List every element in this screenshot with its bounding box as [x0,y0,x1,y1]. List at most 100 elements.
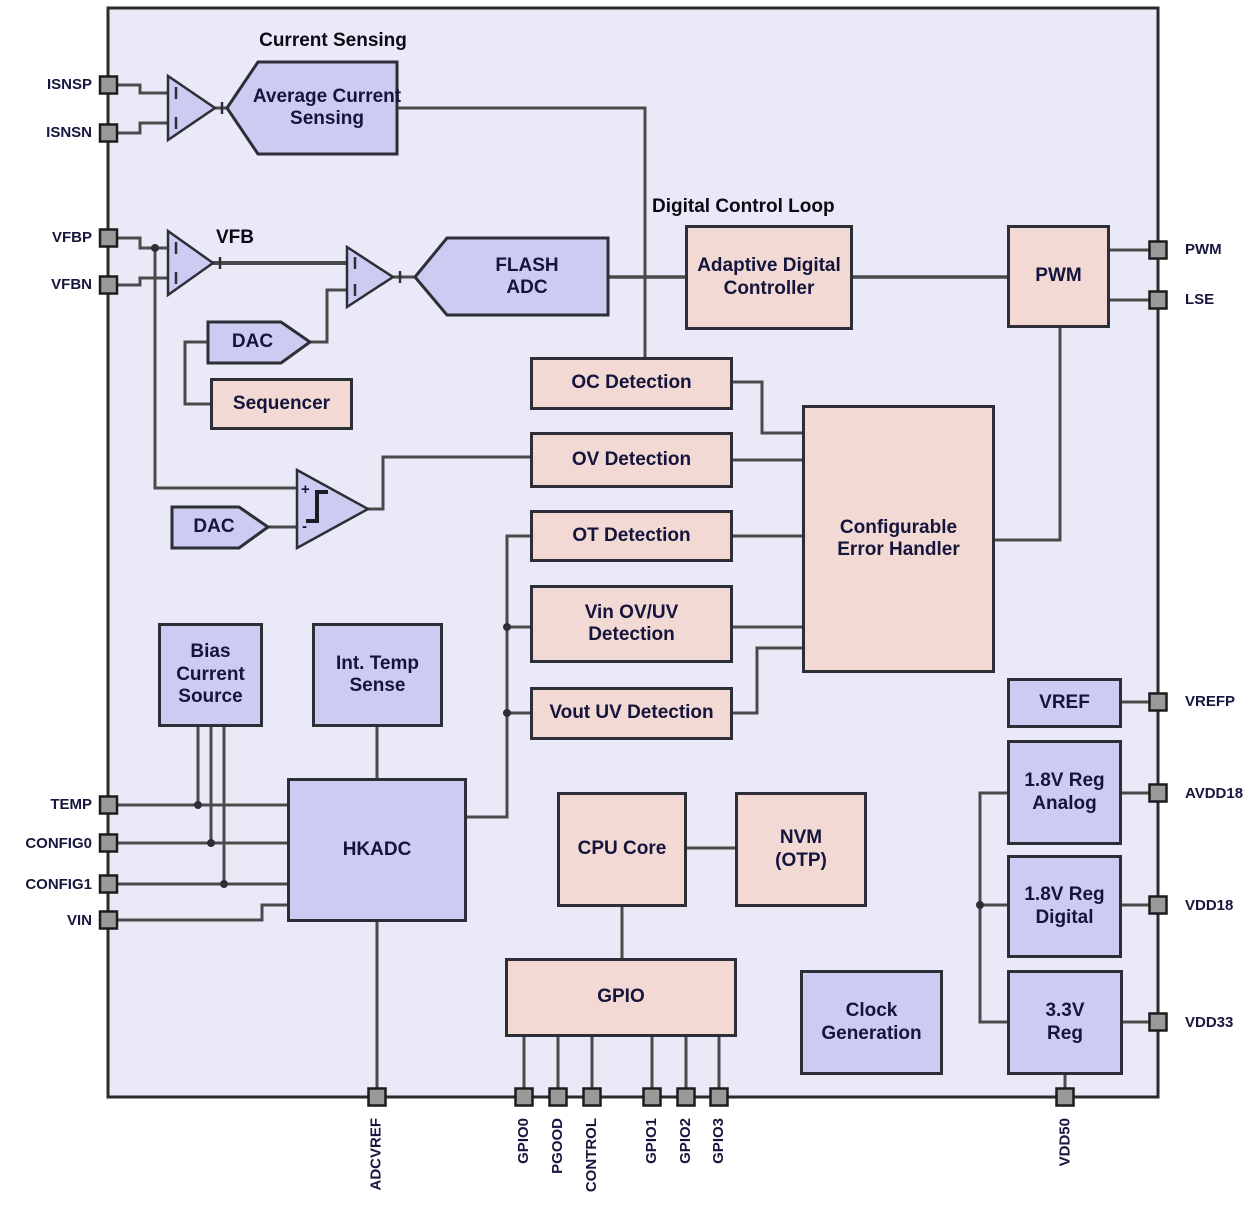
dac-bottom-shape [170,505,271,550]
pin-vdd18 [1148,895,1168,915]
pin-isnsn [98,123,119,143]
pin-label-pwm: PWM [1185,241,1222,258]
pin-vdd33 [1148,1012,1168,1032]
dac-top-shape [206,320,313,365]
wire-comparator-to-ov [368,455,530,511]
vfb-amp2-icon [345,244,396,310]
pin-adcvref [367,1087,387,1107]
pin-label-config0: CONFIG0 [25,835,92,852]
cpu-core-block: CPU Core [557,792,687,907]
hkadc-block: HKADC [287,778,467,922]
pin-label-gpio3: GPIO3 [710,1118,727,1164]
pin-label-avdd18: AVDD18 [1185,785,1244,802]
pin-label-config1: CONFIG1 [25,876,92,893]
pin-label-gpio0: GPIO0 [515,1118,532,1164]
digital-control-loop-label: Digital Control Loop [652,196,835,217]
oc-detection-block: OC Detection [530,357,733,410]
pin-label-vin: VIN [66,912,92,929]
pin-label-vdd33: VDD33 [1185,1014,1234,1031]
gpio-block: GPIO [505,958,737,1037]
vfb-label: VFB [216,227,254,248]
pin-label-vfbn: VFBN [51,276,92,293]
pin-pgood [548,1087,568,1107]
pin-gpio3 [709,1087,729,1107]
pin-label-temp: TEMP [50,796,92,813]
flash-adc-shape [413,236,610,317]
adaptive-digital-controller-block: Adaptive Digital Controller [685,225,853,330]
wire-hkadc-detection-bus [467,534,530,819]
int-temp-sense-block: Int. Temp Sense [312,623,443,727]
wire-vout-out [733,646,802,715]
pin-label-vdd50: VDD50 [1056,1118,1073,1167]
pin-label-isnsn: ISNSN [46,124,92,141]
pin-label-vrefp: VREFP [1185,693,1236,710]
pin-gpio2 [676,1087,696,1107]
reg-18-digital-block: 1.8V Reg Digital [1007,855,1122,958]
pin-pwm [1148,240,1168,260]
pin-vfbn [98,275,119,295]
pin-vrefp [1148,692,1168,712]
amplifiers [166,73,396,551]
pin-control [582,1087,602,1107]
wires [117,83,1150,1097]
vref-block: VREF [1007,678,1122,728]
pin-label-isnsp: ISNSP [46,76,92,93]
pin-gpio0 [514,1087,534,1107]
vfb-amp-icon [166,228,216,298]
error-handler-block: Configurable Error Handler [802,405,995,673]
dac-top-block: DAC [231,331,274,353]
pentagon-blocks [170,60,610,550]
pin-gpio1 [642,1087,662,1107]
sequencer-block: Sequencer [210,378,353,430]
pin-label-pgood: PGOOD [549,1118,566,1174]
pin-vdd50 [1055,1087,1075,1107]
junction-dots [151,244,984,909]
wire-oc-out [733,380,802,435]
comparator-minus-sign: - [302,518,307,535]
clock-generation-block: Clock Generation [800,970,943,1075]
wire-sequencer-to-dac [183,340,210,406]
bias-current-source-block: Bias Current Source [158,623,263,727]
wire-dac-top-out [310,288,347,344]
isns-amp-icon [166,73,218,143]
pin-label-lse: LSE [1185,291,1215,308]
vout-uv-detection-block: Vout UV Detection [530,687,733,740]
pin-label-vdd18: VDD18 [1185,897,1234,914]
wire-isnsp [117,83,168,95]
pin-vin [98,910,119,930]
pin-label-gpio2: GPIO2 [677,1118,694,1164]
pin-label-adcvref: ADCVREF [368,1118,385,1191]
wire-isnsn [117,121,168,135]
pin-avdd18 [1148,783,1168,803]
wire-vin-pin [117,903,287,922]
avg-current-sensing-block: Average Current Sensing [252,85,402,129]
flash-adc-block: FLASH ADC [495,254,559,298]
pin-label-gpio1: GPIO1 [643,1118,660,1164]
pin-config1 [98,874,119,894]
wire-current-sense-to-oc [397,106,647,357]
hysteresis-icon [306,490,328,523]
wire-pwm-to-error-handler [995,328,1062,542]
pin-isnsp [98,75,119,95]
pin-label-control: CONTROL [583,1118,600,1193]
current-sensing-label: Current Sensing [259,30,407,51]
ov-detection-block: OV Detection [530,432,733,488]
dac-bottom-block: DAC [193,516,235,538]
wire-vfb-tap-to-comparator [153,248,297,490]
pin-lse [1148,290,1168,310]
pin-temp [98,795,119,815]
pins [98,75,1168,1107]
vin-ovuv-detection-block: Vin OV/UV Detection [530,585,733,663]
nvm-block: NVM (OTP) [735,792,867,907]
comparator-plus-sign: + [301,481,310,498]
avg-current-sensing-shape [225,60,399,156]
reg-18-analog-block: 1.8V Reg Analog [1007,740,1122,845]
pwm-block: PWM [1007,225,1110,328]
pin-label-vfbp: VFBP [51,229,92,246]
amp-ticks [174,87,402,296]
ov-comparator-icon [295,467,371,551]
pin-config0 [98,833,119,853]
pin-vfbp [98,228,119,248]
ot-detection-block: OT Detection [530,510,733,562]
